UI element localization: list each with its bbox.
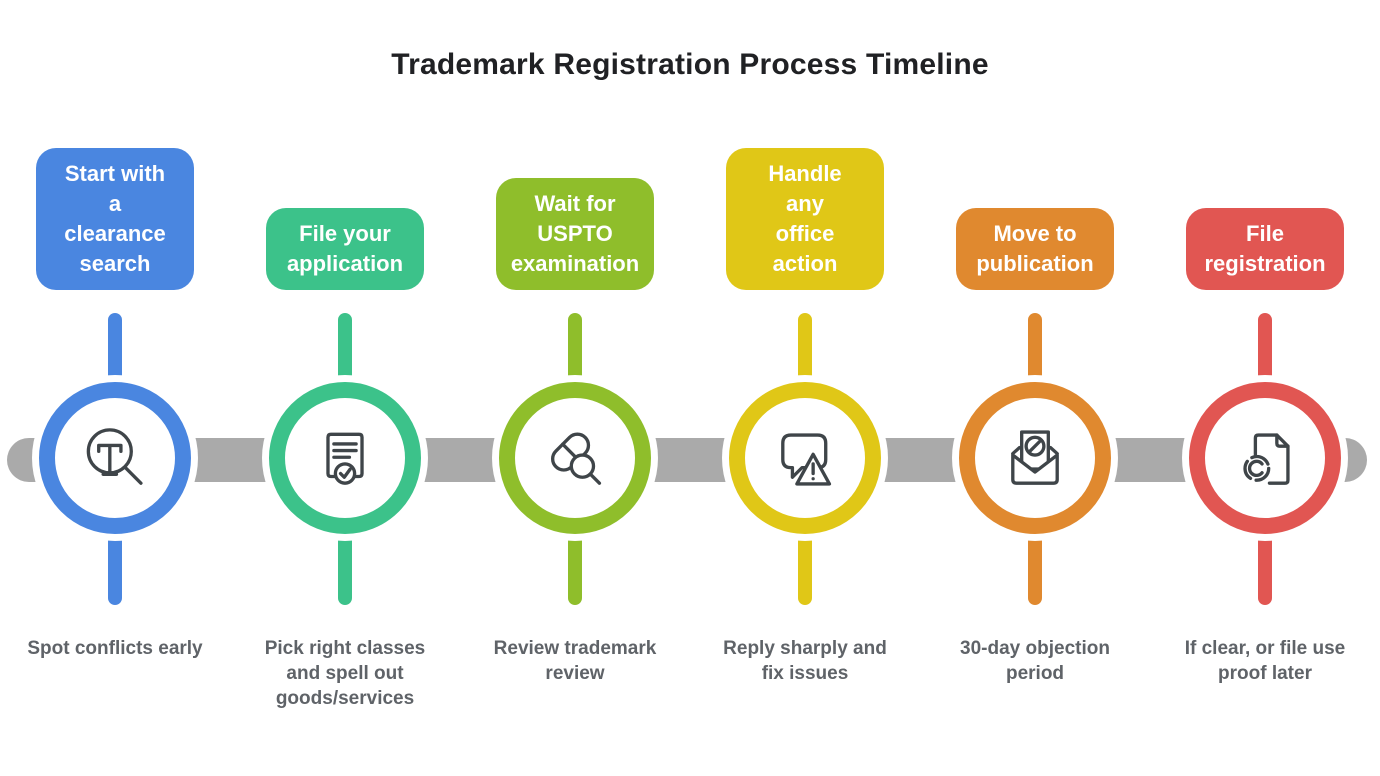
step-label: File your application <box>266 208 424 290</box>
connector-stem-bottom <box>798 527 812 605</box>
connector-stem-bottom <box>568 527 582 605</box>
step-label: File registration <box>1186 208 1344 290</box>
step-label: Start with a clearance search <box>36 148 194 290</box>
step-node <box>39 382 191 534</box>
step-label: Move to publication <box>956 208 1114 290</box>
connector-stem-top <box>1028 313 1042 391</box>
step-node <box>499 382 651 534</box>
step-description: Review trademark review <box>493 638 657 684</box>
step-description: 30-day objection period <box>960 638 1110 684</box>
timeline-bar <box>7 438 1367 482</box>
connector-stem-top <box>798 313 812 391</box>
timeline-step: Handle any office action Reply sharply a… <box>690 0 920 776</box>
step-node <box>729 382 881 534</box>
connector-stem-top <box>108 313 122 391</box>
step-description: Spot conflicts early <box>27 638 203 659</box>
step-label: Handle any office action <box>726 148 884 290</box>
timeline-step: File your application Pick right classes… <box>230 0 460 776</box>
connector-stem-bottom <box>1028 527 1042 605</box>
mail-objection-icon <box>1011 430 1059 485</box>
document-copyright-icon <box>1243 433 1290 485</box>
step-description: Pick right classes and spell out goods/s… <box>264 638 426 709</box>
page-title: Trademark Registration Process Timeline <box>391 48 989 81</box>
connector-stem-bottom <box>1258 527 1272 605</box>
connector-stem-bottom <box>108 527 122 605</box>
trademark-search-icon <box>86 428 143 485</box>
timeline-step: Start with a clearance search Spot confl… <box>0 0 230 776</box>
step-description: If clear, or file use proof later <box>1184 638 1346 684</box>
connector-stem-top <box>338 313 352 391</box>
chat-warning-icon <box>781 433 832 486</box>
pill-search-icon <box>550 432 602 485</box>
step-node <box>269 382 421 534</box>
document-check-icon <box>326 432 364 485</box>
step-node <box>1189 382 1341 534</box>
step-description: Reply sharply and fix issues <box>723 638 887 684</box>
connector-stem-top <box>1258 313 1272 391</box>
step-label: Wait for USPTO examination <box>496 178 654 290</box>
timeline-step: File registration If clear, or file use … <box>1150 0 1380 776</box>
timeline-step: Move to publication 30-day objection per… <box>920 0 1150 776</box>
connector-stem-top <box>568 313 582 391</box>
connector-stem-bottom <box>338 527 352 605</box>
timeline-step: Wait for USPTO examination Review tradem… <box>460 0 690 776</box>
step-node <box>959 382 1111 534</box>
